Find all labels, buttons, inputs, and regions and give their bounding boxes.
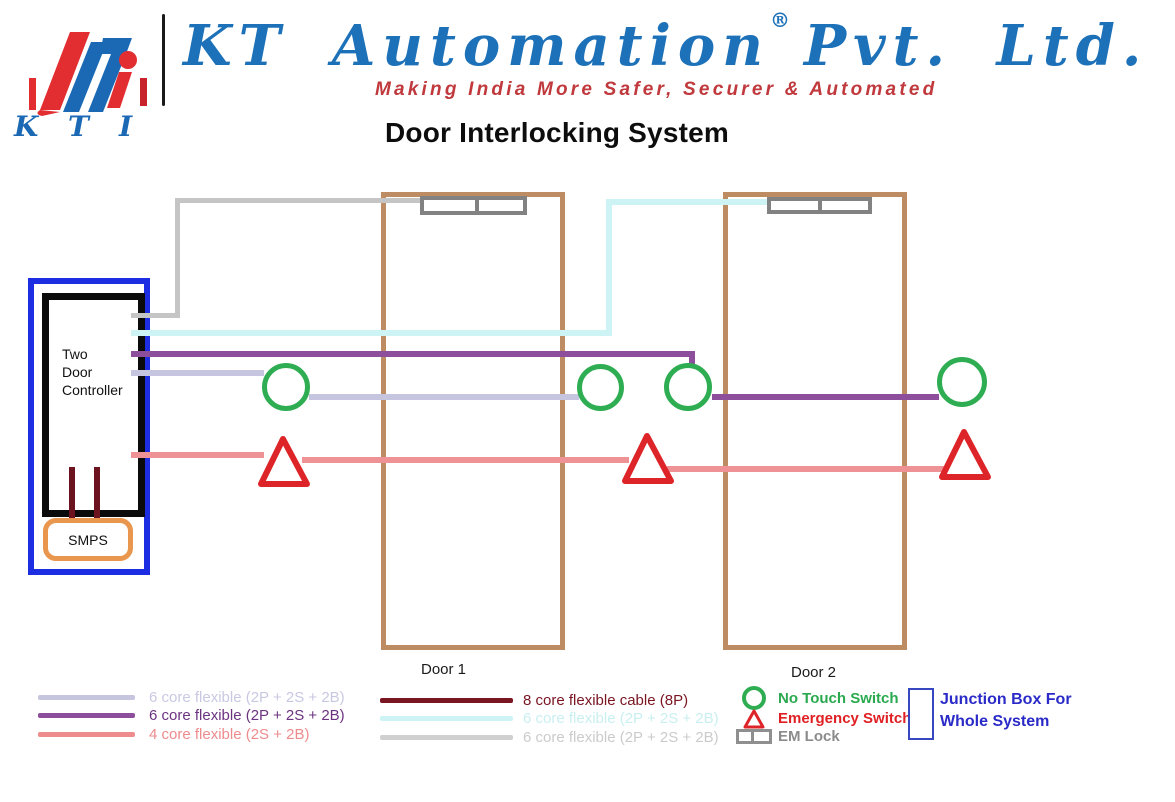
emergency-switch-1 [258,436,310,487]
controller-smps-wire-2 [94,467,100,520]
em-lock-icon [736,729,772,744]
logo-divider [162,14,165,106]
legend-label-pink: 4 core flexible (2S + 2B) [149,726,310,743]
legend-em-lock: EM Lock [736,728,840,745]
wire-cyan-emlock2-h2 [606,199,767,205]
legend-swatch-cyan [380,716,513,721]
legend-cable-cyan: 6 core flexible (2P + 2S + 2B) [380,710,719,727]
legend-label-no-touch: No Touch Switch [778,689,899,707]
legend-cable-lavender: 6 core flexible (2P + 2S + 2B) [38,689,345,706]
company-tagline: Making India More Safer, Securer & Autom… [375,79,938,100]
wire-gray-emlock1-h1 [131,313,180,318]
emergency-switch-3 [939,429,991,480]
logo-blue-stroke-2 [88,54,126,112]
door-2-frame [723,192,907,650]
emergency-switch-2 [622,433,674,484]
registered-trademark: ® [769,8,790,32]
wire-purple-drop [689,353,695,367]
legend-label-cyan: 6 core flexible (2P + 2S + 2B) [523,710,719,727]
em-lock-door-1 [420,196,527,215]
logo-left-bar [29,78,36,110]
legend-label-gray: 6 core flexible (2P + 2S + 2B) [523,729,719,746]
wire-cyan-emlock2-v [606,199,612,336]
wire-pink-h3 [667,466,945,472]
logo-blue-stroke-1 [63,42,107,112]
logo-letter-t: T [68,110,91,138]
company-name-suffix: Pvt. Ltd. [803,13,1149,79]
logo-red-i-stem [107,72,132,108]
legend-label-emergency: Emergency Switch [778,710,912,727]
legend-label-em-lock: EM Lock [778,728,840,745]
legend-swatch-lavender [38,695,135,700]
legend-label-maroon: 8 core flexible cable (8P) [523,692,689,709]
no-touch-switch-2 [577,364,624,411]
page-title: Door Interlocking System [385,117,729,148]
wire-pink-h1 [131,452,264,458]
emergency-switch-icon [743,709,765,729]
legend-cable-maroon: 8 core flexible cable (8P) [380,692,688,709]
no-touch-switch-icon [742,686,766,710]
door-1-label: Door 1 [421,661,467,678]
legend-cable-gray: 6 core flexible (2P + 2S + 2B) [380,729,719,746]
company-name: KT Automation® Pvt. Ltd. [183,8,1148,79]
wire-pink-h2 [302,457,629,463]
legend-cable-pink: 4 core flexible (2S + 2B) [38,726,310,743]
wire-purple-h2 [712,394,939,400]
legend-swatch-gray [380,735,513,740]
em-lock-door-2 [767,197,872,214]
no-touch-switch-3 [664,363,712,411]
wire-lavender-h2 [309,394,579,400]
door-2-label: Door 2 [791,664,837,681]
legend-no-touch-switch: No Touch Switch [742,686,899,710]
no-touch-switch-1 [262,363,310,411]
door-1-frame [381,192,565,650]
wire-cyan-emlock2-h1 [131,330,612,336]
smps-box: SMPS [43,518,133,561]
legend-swatch-pink [38,732,135,737]
wire-lavender-h1 [131,370,264,376]
two-door-controller-box: Two Door Controller [42,293,145,517]
legend-swatch-maroon [380,698,513,703]
wire-gray-emlock1-h2 [175,198,420,203]
legend-label-lavender: 6 core flexible (2P + 2S + 2B) [149,689,345,706]
legend-emergency-switch: Emergency Switch [742,708,911,729]
legend-label-purple: 6 core flexible (2P + 2S + 2B) [149,707,345,724]
logo-red-i-dot [119,51,137,69]
legend-cable-purple: 6 core flexible (2P + 2S + 2B) [38,707,345,724]
kt-automation-logo: K T I [13,32,147,138]
junction-box-icon [908,688,934,740]
logo-letter-i: I [118,110,133,138]
legend-swatch-purple [38,713,135,718]
controller-smps-wire-1 [69,467,75,520]
logo-right-bar [140,78,147,106]
logo-letter-k: K [13,110,40,138]
legend-label-junction-box: Junction Box For Whole System [940,691,1072,730]
wire-gray-emlock1-v [175,198,180,318]
company-name-main: KT Automation [183,13,770,79]
wire-purple-h1 [131,351,695,357]
logo-red-stroke [40,32,90,110]
no-touch-switch-4 [937,357,987,407]
